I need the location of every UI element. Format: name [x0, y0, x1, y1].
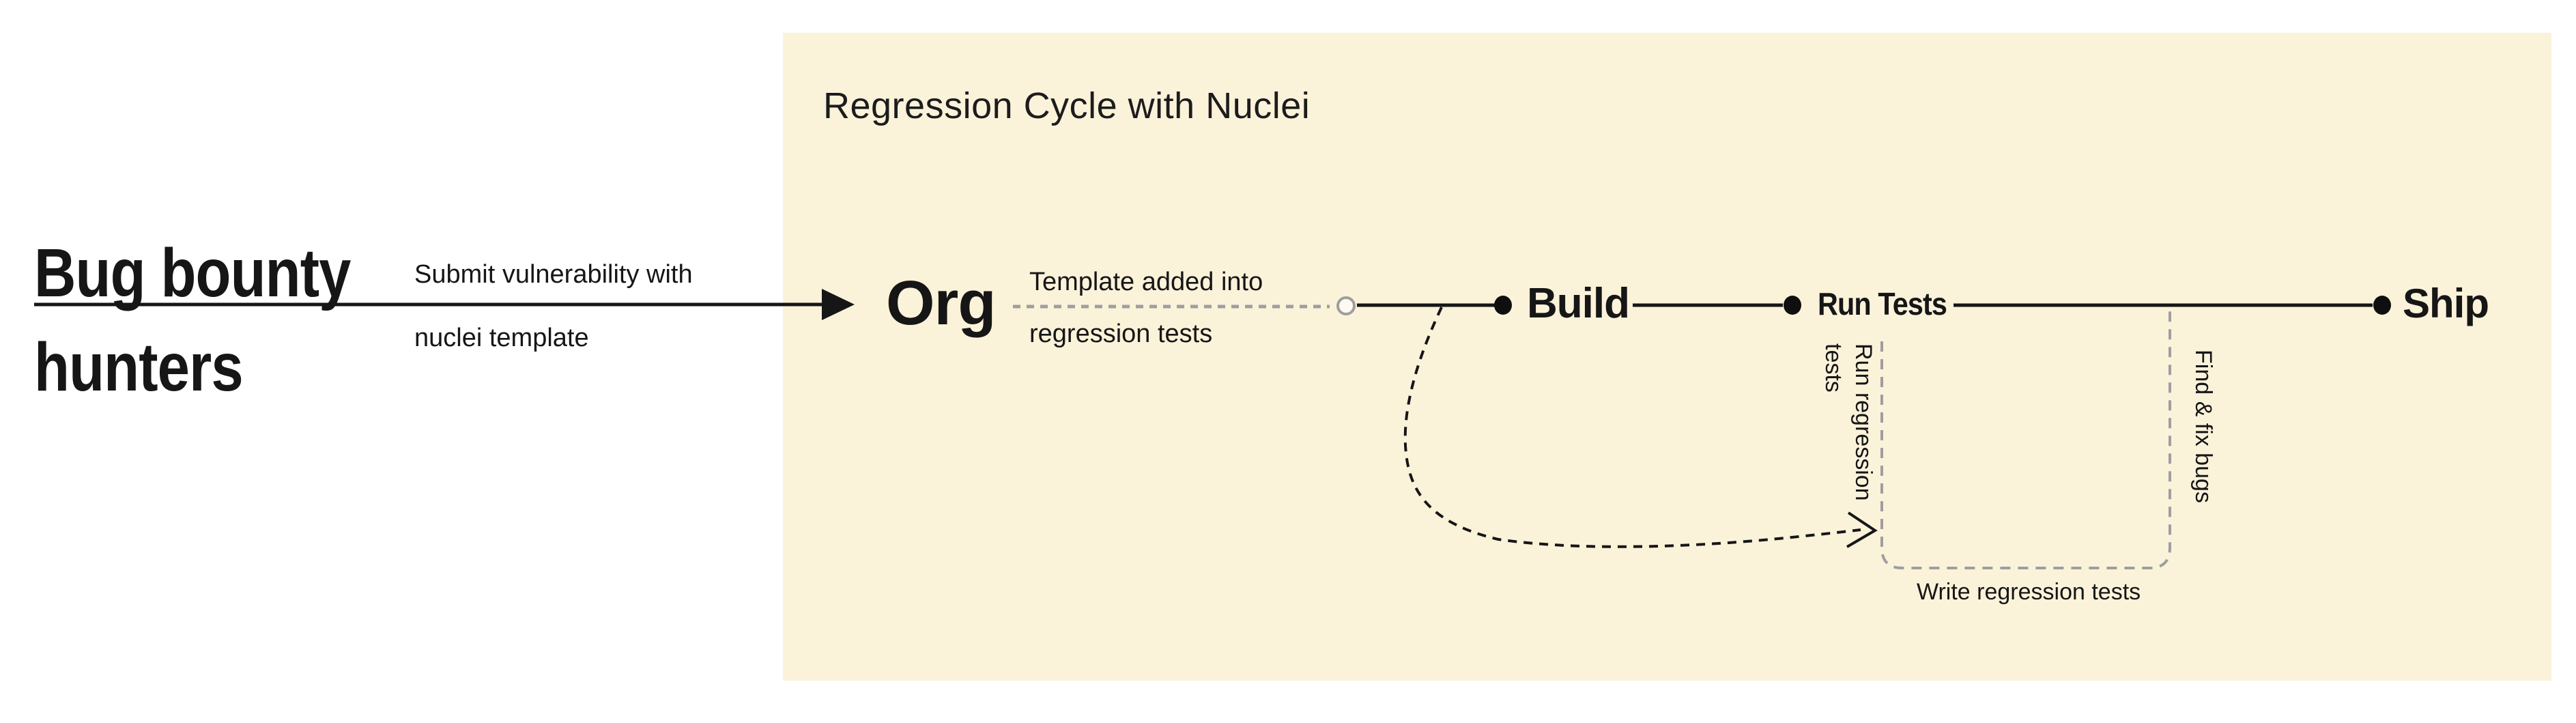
template-label-line1: Template added into: [1029, 268, 1263, 296]
actor-line2: hunters: [34, 329, 244, 406]
find-fix-vertical-label: Find & fix bugs: [2190, 350, 2216, 503]
submit-arrow-label-line1: Submit vulnerability with: [414, 260, 693, 289]
submit-arrowhead-icon: [822, 289, 855, 320]
node-ship: Ship: [2403, 281, 2489, 326]
template-label-line2: regression tests: [1029, 320, 1213, 348]
feedback-dashed-curve: [1403, 307, 1861, 548]
submit-arrow-label-line2: nuclei template: [414, 324, 589, 352]
node-build: Build: [1527, 280, 1630, 327]
panel-title: Regression Cycle with Nuclei: [823, 85, 1311, 126]
regression-bracket-dashed: [1880, 307, 2171, 569]
runtests-dot-icon: [1784, 296, 1801, 315]
node-org: Org: [886, 268, 997, 338]
feedback-arrowhead-icon: [1846, 511, 1878, 548]
actor-title: Bug bounty hunters: [34, 226, 351, 414]
node-run-tests: Run Tests: [1818, 286, 1947, 322]
build-dot-icon: [1494, 296, 1512, 315]
write-regression-label: Write regression tests: [1917, 579, 2141, 605]
actor-line1: Bug bounty: [34, 235, 351, 311]
run-regression-line1: Run regression: [1850, 343, 1876, 501]
regression-cycle-panel: [783, 33, 2551, 681]
run-regression-vertical-label: Run regression tests: [1818, 343, 1878, 501]
ship-dot-icon: [2373, 296, 2391, 315]
run-regression-line2: tests: [1820, 343, 1846, 393]
open-milestone-icon: [1336, 296, 1356, 315]
